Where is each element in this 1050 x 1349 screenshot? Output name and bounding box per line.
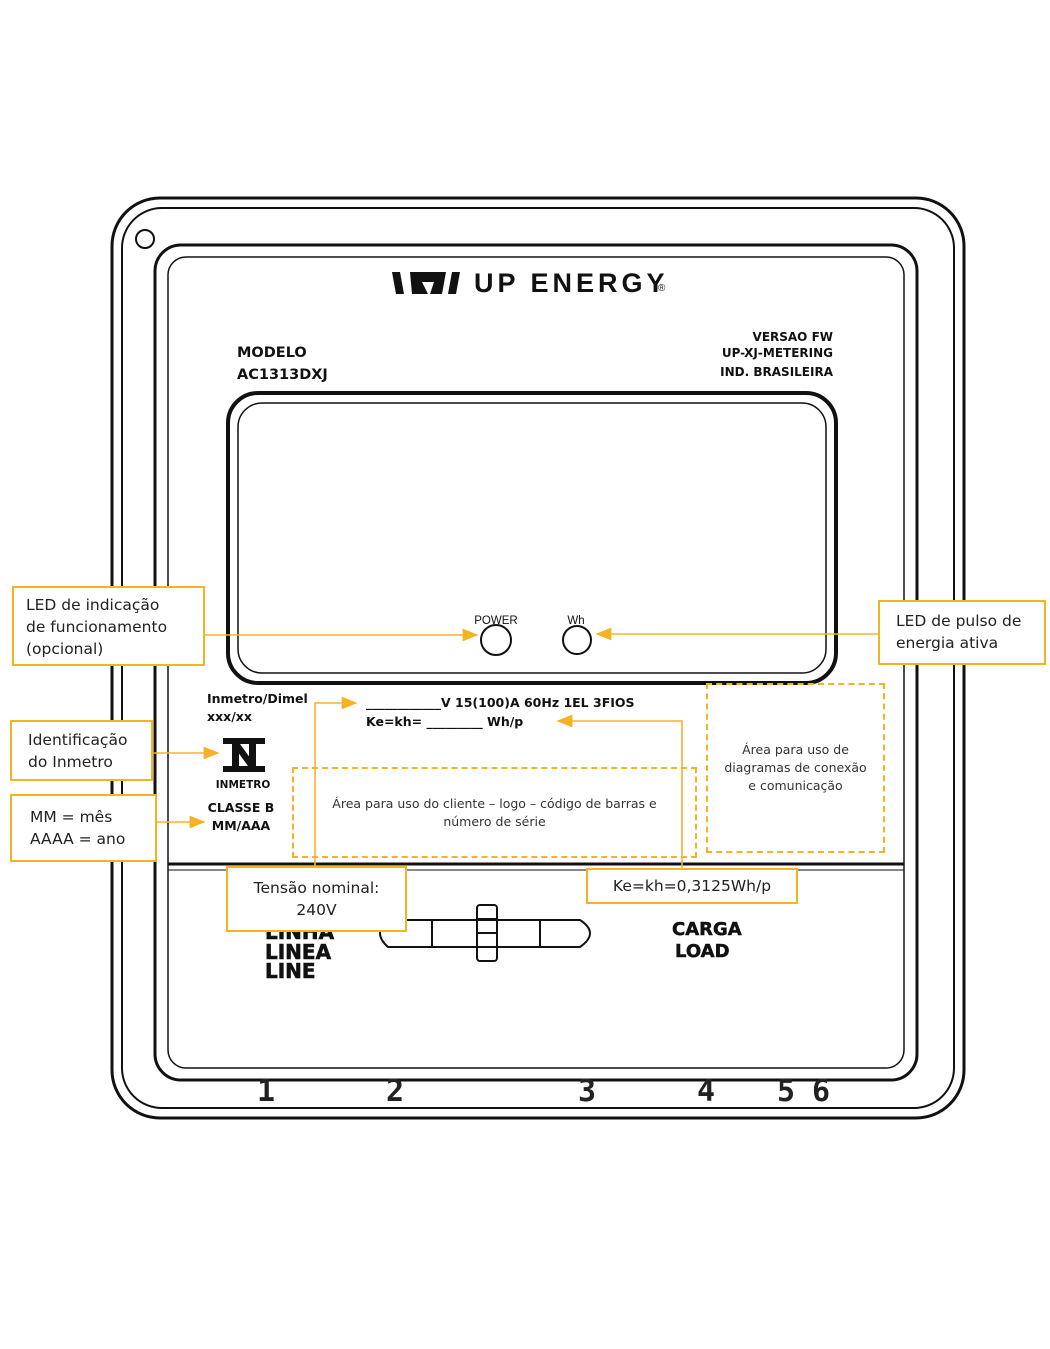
wh-led-label: Wh (567, 615, 584, 627)
terminal-number-3: 3 (578, 1074, 597, 1109)
seal-hole-icon (135, 229, 155, 249)
terminal-cover-slot-icon (379, 904, 591, 962)
inmetro-logo-icon (223, 738, 265, 772)
diagram-area-line-1: Área para uso de (742, 742, 849, 757)
terminal-number-5: 5 (777, 1074, 796, 1109)
callout-ke: Ke=kh=0,3125Wh/p (586, 868, 798, 904)
inmetro-dimel-value: xxx/xx (207, 709, 252, 724)
callout-inmetro-id-line-2: do Inmetro (28, 753, 113, 771)
model-label: MODELO (237, 345, 307, 361)
brand-name: UP ENERGY (474, 268, 669, 298)
power-led-label: POWER (474, 615, 517, 627)
callout-date-legend-line-1: MM = mês (30, 808, 113, 826)
callout-led-function-line-1: LED de indicação (26, 596, 160, 614)
diagram-area-line-3: e comunicação (748, 778, 843, 793)
callout-led-pulse-line-1: LED de pulso de (896, 612, 1022, 630)
inmetro-dimel-label: Inmetro/Dimel (207, 691, 308, 706)
callout-led-pulse-line-2: energia ativa (896, 634, 999, 652)
diagram-area: Área para uso de diagramas de conexão e … (706, 683, 885, 853)
power-led-icon (480, 624, 512, 656)
firmware-line-1: VERSAO FW (753, 330, 833, 344)
rating-line-2: Ke=kh= _________ Wh/p (366, 714, 523, 730)
terminal-number-2: 2 (386, 1074, 405, 1109)
class-label: CLASSE B (208, 800, 275, 815)
callout-inmetro-id-line-1: Identificação (28, 731, 128, 749)
rating-line-1: ____________V 15(100)A 60Hz 1EL 3FIOS (366, 695, 635, 711)
client-area-line-1: Área para uso do cliente – logo – código… (332, 795, 657, 811)
wh-led-icon (562, 625, 592, 655)
load-label-2: LOAD (675, 941, 730, 962)
callout-voltage-line-2: 240V (296, 901, 337, 919)
callout-voltage-line-1: Tensão nominal: (253, 879, 380, 897)
terminal-number-4: 4 (697, 1074, 716, 1109)
callout-date-legend-line-2: AAAA = ano (30, 830, 126, 848)
callout-led-pulse: LED de pulso de energia ativa (878, 600, 1046, 665)
firmware-line-2: UP-XJ-METERING (722, 346, 833, 360)
diagram-area-line-2: diagramas de conexão (724, 760, 867, 775)
inmetro-logo-text: INMETRO (216, 779, 271, 791)
client-use-area: Área para uso do cliente – logo – código… (292, 767, 697, 858)
callout-ke-line-1: Ke=kh=0,3125Wh/p (612, 877, 772, 895)
callout-inmetro-id: Identificação do Inmetro (10, 720, 153, 781)
callout-arrows (153, 627, 878, 868)
line-label-2: LINEA (265, 940, 332, 964)
callout-voltage: Tensão nominal: 240V (226, 866, 407, 932)
model-value: AC1313DXJ (237, 367, 328, 383)
callout-led-function: LED de indicação de funcionamento (opcio… (12, 586, 205, 666)
callout-date-legend: MM = mês AAAA = ano (10, 794, 157, 862)
line-label-3: LINE (265, 959, 316, 983)
arrow-voltage (314, 696, 358, 868)
registered-mark: ® (658, 283, 666, 294)
terminal-number-1: 1 (257, 1074, 276, 1109)
callout-led-function-line-3: (opcional) (26, 640, 104, 658)
arrow-ke (556, 714, 683, 868)
terminal-number-6: 6 (812, 1074, 831, 1109)
callout-led-function-line-2: de funcionamento (26, 618, 168, 636)
display-window (226, 391, 838, 685)
bolt-logo-icon (392, 272, 460, 294)
client-area-line-2: número de série (443, 813, 546, 829)
manufacture-date: MM/AAA (212, 818, 271, 833)
load-label-1: CARGA (672, 919, 742, 940)
firmware-line-3: IND. BRASILEIRA (720, 365, 834, 379)
